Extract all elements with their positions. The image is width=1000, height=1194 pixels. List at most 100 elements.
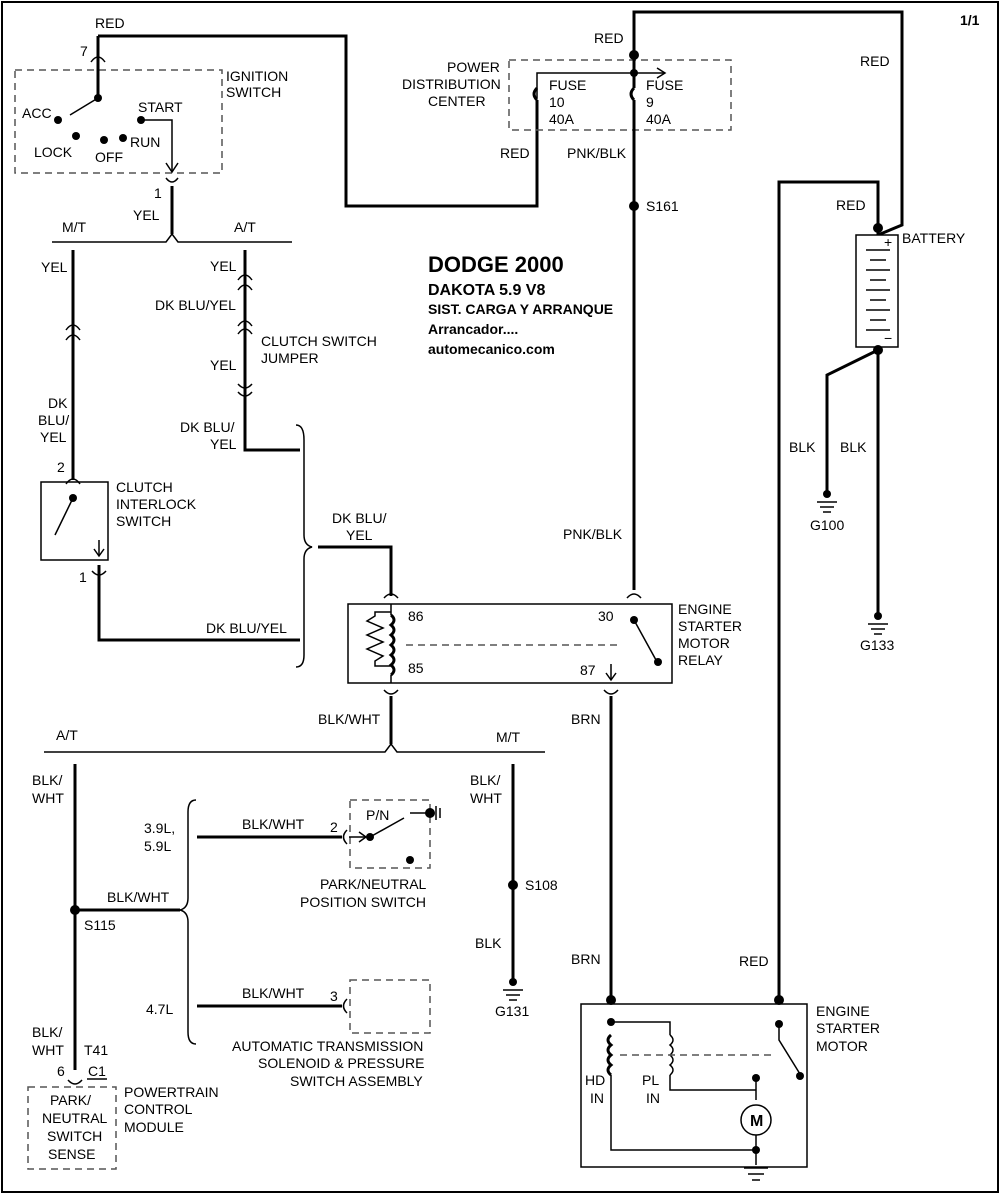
svg-text:PARK/NEUTRAL: PARK/NEUTRAL (320, 876, 427, 892)
wire-blk-wht-mt-a: BLK/ (470, 772, 500, 788)
svg-text:MOTOR: MOTOR (816, 1038, 868, 1054)
wire-blk-g133: BLK (840, 439, 867, 455)
page-label: 1/1 (960, 12, 980, 28)
svg-text:FUSE: FUSE (646, 77, 683, 93)
svg-text:PARK/: PARK/ (50, 1092, 91, 1108)
svg-text:IN: IN (646, 1090, 660, 1106)
wire-blk-wht-trans: BLK/WHT (242, 985, 305, 1001)
title-line5: automecanico.com (428, 341, 555, 357)
wire-dk-mt: DK (48, 395, 68, 411)
wire-blk-wht-at-a: BLK/ (32, 772, 62, 788)
svg-text:CLUTCH: CLUTCH (116, 479, 173, 495)
svg-text:10: 10 (549, 94, 565, 110)
title-line3: SIST. CARGA Y ARRANQUE (428, 301, 613, 317)
svg-text:FUSE: FUSE (549, 77, 586, 93)
branch-at-top: A/T (234, 219, 256, 235)
svg-text:RUN: RUN (130, 134, 160, 150)
svg-text:POSITION SWITCH: POSITION SWITCH (300, 894, 426, 910)
clutch-jumper-name1: CLUTCH SWITCH (261, 333, 377, 349)
wire-red-top: RED (95, 15, 125, 31)
svg-text:STARTER: STARTER (678, 618, 742, 634)
wire-dk-blu-yel-mt: DK BLU/YEL (206, 620, 287, 636)
title-line2: DAKOTA 5.9 V8 (428, 282, 545, 299)
powertrain-control-module: T41 6 C1 POWERTRAIN CONTROL MODULE PARK/… (27, 1042, 219, 1170)
wire-blk-wht-pcm-b: WHT (32, 1042, 64, 1058)
svg-text:OFF: OFF (95, 149, 123, 165)
wire-blk-wht-pn: BLK/WHT (242, 816, 305, 832)
battery: BATTERY + − (855, 230, 966, 348)
svg-text:POWERTRAIN: POWERTRAIN (124, 1084, 219, 1100)
wire-pnk-blk-bottom: PNK/BLK (563, 526, 623, 542)
branch-mt-top: M/T (62, 219, 87, 235)
svg-text:T41: T41 (84, 1042, 108, 1058)
svg-text:−: − (884, 330, 892, 346)
ground-g131-symbol (503, 978, 523, 1001)
wire-yel-at: YEL (210, 258, 237, 274)
svg-text:POWER: POWER (447, 59, 500, 75)
svg-text:SWITCH: SWITCH (47, 1128, 102, 1144)
svg-text:RELAY: RELAY (678, 652, 724, 668)
wire-blk-wht-at-b: WHT (32, 790, 64, 806)
wire-dk-blu-yel-at: DK BLU/YEL (155, 297, 236, 313)
power-distribution-center: POWER DISTRIBUTION CENTER FUSE 10 40A FU… (402, 59, 732, 131)
splice-s161: S161 (646, 198, 679, 214)
wire-dk-blu-at-a: DK BLU/ (180, 419, 235, 435)
splice-s115: S115 (84, 917, 116, 933)
svg-text:STARTER: STARTER (816, 1020, 880, 1036)
svg-text:40A: 40A (646, 111, 672, 127)
svg-text:IGNITION: IGNITION (226, 68, 288, 84)
wire-brn-bottom: BRN (571, 951, 601, 967)
splice-s108-dot (508, 880, 518, 890)
svg-text:P/N: P/N (366, 807, 389, 823)
wire-dk-blu-relay-a: DK BLU/ (332, 510, 387, 526)
wire-blk-g131: BLK (475, 935, 502, 951)
title-line4: Arrancador.... (428, 321, 518, 337)
wire-red-battery-pos: RED (836, 197, 866, 213)
wire-dk-blu-at-b: YEL (210, 436, 237, 452)
splice-s108: S108 (525, 877, 558, 893)
svg-text:ENGINE: ENGINE (678, 601, 732, 617)
ignition-switch: IGNITION SWITCH 7 1 ACC LOCK OFF RUN STA… (14, 36, 288, 201)
svg-text:6: 6 (57, 1063, 65, 1079)
brace-engines (179, 799, 197, 1045)
svg-text:HD: HD (585, 1072, 605, 1088)
engine-small-1: 3.9L, (144, 820, 175, 836)
svg-text:1: 1 (79, 569, 87, 585)
wire-pnk-blk-top: PNK/BLK (567, 145, 627, 161)
wire-yel-ign: YEL (133, 207, 160, 223)
wire-blk-wht-mt-b: WHT (470, 790, 502, 806)
engine-starter-motor-relay: 86 85 30 87 ENGINE STARTER MOTOR RELAY (347, 593, 742, 695)
svg-text:SWITCH: SWITCH (226, 84, 281, 100)
svg-text:DISTRIBUTION: DISTRIBUTION (402, 76, 501, 92)
park-neutral-position-switch: 2 P/N PARK/NEUTRAL POSITION SWITCH (300, 799, 441, 910)
engine-starter-motor: M HD IN PL IN ENGINE STARTER MOTOR (580, 995, 880, 1181)
svg-text:CENTER: CENTER (428, 93, 486, 109)
splice-s161-dot (629, 201, 639, 211)
svg-text:MOTOR: MOTOR (678, 635, 730, 651)
wire-yel-at-2: YEL (210, 357, 237, 373)
engine-large: 4.7L (146, 1001, 173, 1017)
automatic-transmission-solenoid: 3 AUTOMATIC TRANSMISSION SOLENOID & PRES… (232, 979, 431, 1089)
svg-text:NEUTRAL: NEUTRAL (42, 1110, 108, 1126)
ground-g133-symbol (868, 612, 888, 635)
wire-blk-wht-relay: BLK/WHT (318, 711, 381, 727)
svg-text:BATTERY: BATTERY (902, 230, 966, 246)
svg-text:1: 1 (154, 185, 162, 201)
title-line1: DODGE 2000 (428, 252, 564, 277)
brace-mt-at (295, 424, 313, 668)
svg-text:AUTOMATIC TRANSMISSION: AUTOMATIC TRANSMISSION (232, 1038, 423, 1054)
wire-brn-top: BRN (571, 711, 601, 727)
svg-text:2: 2 (57, 459, 65, 475)
svg-text:SWITCH: SWITCH (116, 513, 171, 529)
svg-text:SWITCH ASSEMBLY: SWITCH ASSEMBLY (290, 1073, 423, 1089)
clutch-interlock-switch: 2 1 CLUTCH INTERLOCK SWITCH (40, 459, 197, 585)
ground-g131: G131 (495, 1003, 529, 1019)
svg-text:MODULE: MODULE (124, 1119, 184, 1135)
wire-yel-mt: YEL (41, 259, 68, 275)
svg-text:SOLENOID & PRESSURE: SOLENOID & PRESSURE (258, 1055, 425, 1071)
branch-at-bottom: A/T (56, 727, 78, 743)
svg-text:30: 30 (598, 608, 614, 624)
svg-text:85: 85 (408, 660, 424, 676)
